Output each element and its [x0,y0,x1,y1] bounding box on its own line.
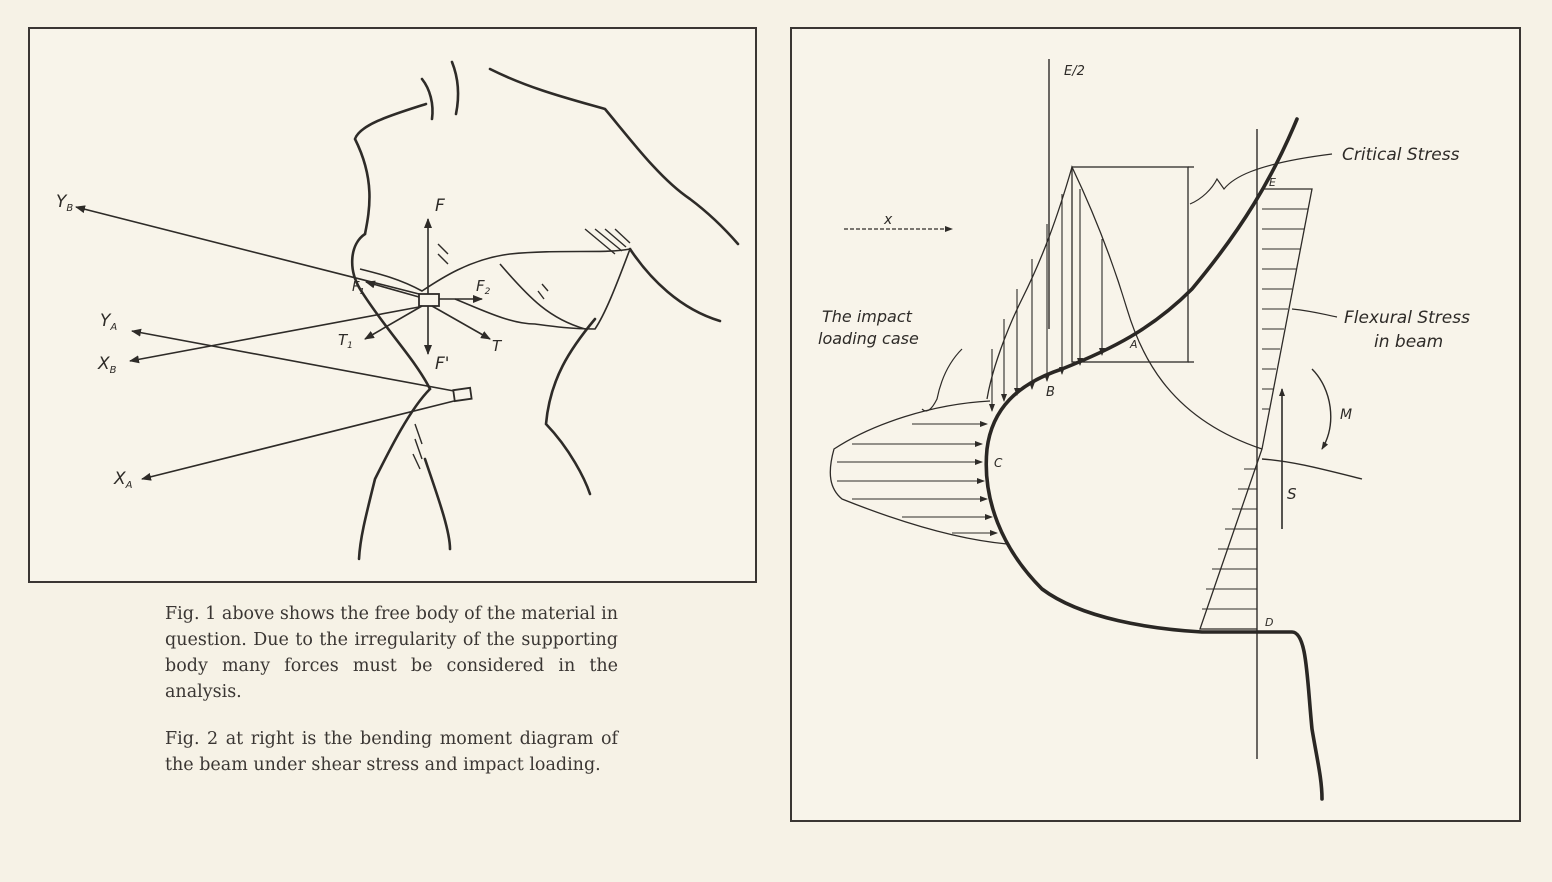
caption-figure-1: Fig. 1 above shows the free body of the … [165,604,618,702]
flexural-hatch [1202,208,1308,610]
label-ya: YA [100,311,117,333]
force-vectors [75,205,491,481]
label-t: T [492,337,503,355]
diagram-labels: E/2 x Critical Stress Flexural Stress in… [818,64,1470,629]
impact-leader [921,348,963,412]
moment-line [1261,458,1363,480]
label-in-beam: in beam [1374,332,1443,352]
caption-figure-2: Fig. 2 at right is the bending moment di… [165,729,618,775]
element-box-upper [418,293,440,307]
reference-lines [1048,59,1258,759]
label-f2: F2 [476,277,491,297]
label-f-prime: F' [435,354,449,374]
label-shear: S [1287,485,1297,503]
beam-curve [984,117,1324,801]
label-xb: XB [97,354,117,376]
impact-arrows [837,421,998,536]
label-point-a: A [1129,338,1138,351]
bending-moment-drawing: E/2 x Critical Stress Flexural Stress in… [818,59,1470,801]
label-point-d: D [1265,616,1273,629]
label-f1: F1 [352,280,365,296]
label-f: F [435,196,445,216]
force-labels: YB YA XB XA F F' F2 F1 T T1 [56,192,503,491]
label-point-c: C [994,456,1003,470]
upper-load-diagram [986,165,1263,450]
critical-stress-leader [1189,153,1333,205]
torso-outline [350,60,740,561]
element-box-lower [452,386,473,403]
label-point-e: E [1269,176,1276,189]
impact-load-diagram [829,400,1008,545]
label-moment: M [1340,407,1352,423]
label-flexural-stress: Flexural Stress [1344,308,1470,328]
label-xa: XA [113,469,133,491]
free-body-drawing: YB YA XB XA F F' F2 F1 T T1 [56,60,740,561]
label-critical-stress: Critical Stress [1342,145,1460,165]
label-x: x [883,212,893,228]
label-t1: T1 [338,331,353,351]
label-impact-2: loading case [818,329,919,348]
label-e-half: E/2 [1064,64,1085,79]
label-impact-1: The impact [822,307,913,326]
label-yb: YB [56,192,73,214]
flexural-stress-diagram [1199,188,1313,630]
figure-2-bending-moment-diagram: E/2 x Critical Stress Flexural Stress in… [790,27,1521,822]
moment-arc [1311,368,1332,450]
breast-outline [359,247,632,330]
figure-1-free-body-diagram: YB YA XB XA F F' F2 F1 T T1 [28,27,757,583]
flexural-stress-leader [1291,308,1338,318]
label-point-b: B [1046,385,1055,400]
hatch-shading [412,228,631,470]
load-arrows [989,189,1105,412]
